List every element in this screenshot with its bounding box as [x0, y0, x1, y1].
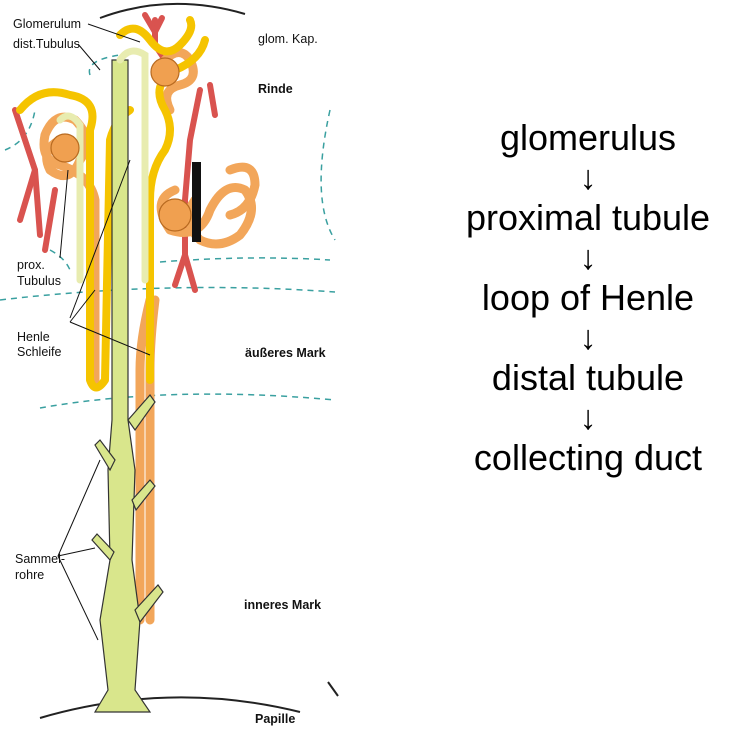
vasa-recta [192, 162, 201, 242]
flow-step-distal-tubule: distal tubule [420, 358, 756, 398]
nephron-flow: glomerulus ↓ proximal tubule ↓ loop of H… [420, 118, 756, 478]
label-aeusseres-mark: äußeres Mark [245, 346, 326, 360]
flow-step-loop-of-henle: loop of Henle [420, 278, 756, 318]
glomerulus-left [51, 134, 79, 162]
label-prox-2: Tubulus [17, 274, 61, 288]
label-papille: Papille [255, 712, 295, 726]
flow-arrow: ↓ [420, 238, 756, 278]
kidney-outline-top [100, 4, 245, 18]
label-henle-1: Henle [17, 330, 50, 344]
label-glomerulum: Glomerulum [13, 17, 81, 31]
nephron-diagram [0, 0, 345, 738]
flow-arrow: ↓ [420, 318, 756, 358]
label-prox-1: prox. [17, 258, 45, 272]
flow-step-collecting-duct: collecting duct [420, 438, 756, 478]
label-henle-2: Schleife [17, 345, 61, 359]
kidney-outline-right [328, 682, 338, 696]
label-sammel-2: rohre [15, 568, 44, 582]
label-sammel-1: Sammel- [15, 552, 65, 566]
flow-arrow: ↓ [420, 158, 756, 198]
glomerulus-right [159, 199, 191, 231]
label-inneres-mark: inneres Mark [244, 598, 321, 612]
flow-step-glomerulus: glomerulus [420, 118, 756, 158]
flow-step-proximal-tubule: proximal tubule [420, 198, 756, 238]
label-glom-kap: glom. Kap. [258, 32, 318, 46]
label-dist-tubulus: dist.Tubulus [13, 37, 80, 51]
label-rinde: Rinde [258, 82, 293, 96]
glomerulus-top [151, 58, 179, 86]
flow-arrow: ↓ [420, 398, 756, 438]
